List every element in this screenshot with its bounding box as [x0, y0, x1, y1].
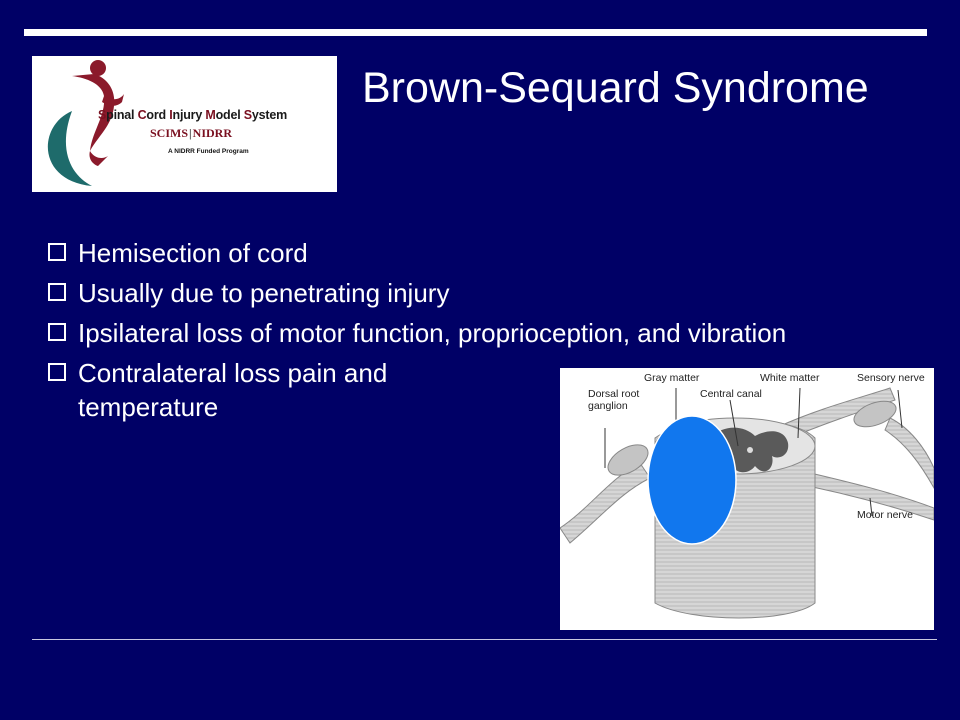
top-divider	[24, 29, 927, 36]
bullet-text: Contralateral loss pain and temperature	[78, 358, 388, 422]
square-bullet-icon	[48, 363, 66, 381]
label-sensory-nerve: Sensory nerve	[857, 372, 925, 384]
bullet-text: Usually due to penetrating injury	[78, 278, 450, 308]
logo-title-cap: M	[205, 108, 216, 122]
logo-emblem-icon	[47, 60, 124, 186]
spinal-cord-diagram: Dorsal root ganglion Gray matter Central…	[560, 368, 934, 630]
label-central-canal: Central canal	[700, 388, 762, 400]
logo-title-part: ord	[146, 108, 170, 122]
bullet-item: Hemisection of cord	[46, 236, 846, 270]
logo-title-part: njury	[172, 108, 206, 122]
scims-logo: Spinal Cord Injury Model System SCIMS|NI…	[32, 56, 337, 192]
logo-title-cap: S	[98, 108, 107, 122]
bullet-item: Usually due to penetrating injury	[46, 276, 846, 310]
logo-abbr-separator: |	[189, 126, 192, 140]
logo-title-part: pinal	[106, 108, 138, 122]
logo-title-part: odel	[215, 108, 244, 122]
logo-title-cap: C	[137, 108, 147, 122]
square-bullet-icon	[48, 243, 66, 261]
logo-abbr-scims: SCIMS	[150, 126, 189, 140]
logo-abbr-nidrr: NIDRR	[192, 126, 233, 140]
label-white-matter: White matter	[760, 372, 820, 384]
logo-subtitle: A NIDRR Funded Program	[168, 148, 249, 155]
slide-title: Brown-Sequard Syndrome	[362, 64, 869, 112]
label-motor-nerve: Motor nerve	[857, 509, 914, 521]
bullet-list: Hemisection of cord Usually due to penet…	[46, 236, 846, 430]
bullet-item: Ipsilateral loss of motor function, prop…	[46, 316, 846, 350]
logo-abbreviation: SCIMS|NIDRR	[150, 126, 232, 141]
label-dorsal-root-ganglion: Dorsal root ganglion	[588, 388, 640, 412]
square-bullet-icon	[48, 283, 66, 301]
logo-title-cap: I	[169, 108, 173, 122]
bullet-item: Contralateral loss pain and temperature	[46, 356, 498, 424]
logo-title-part: ystem	[251, 108, 288, 122]
bullet-text: Hemisection of cord	[78, 238, 308, 268]
logo-title: Spinal Cord Injury Model System	[98, 108, 287, 122]
bullet-text: Ipsilateral loss of motor function, prop…	[78, 318, 787, 348]
hemisection-lesion-icon	[647, 415, 737, 545]
spinal-cord-cross-section-icon	[560, 387, 934, 619]
logo-title-cap: S	[243, 108, 252, 122]
bottom-divider	[32, 639, 937, 640]
square-bullet-icon	[48, 323, 66, 341]
label-gray-matter: Gray matter	[644, 372, 700, 384]
